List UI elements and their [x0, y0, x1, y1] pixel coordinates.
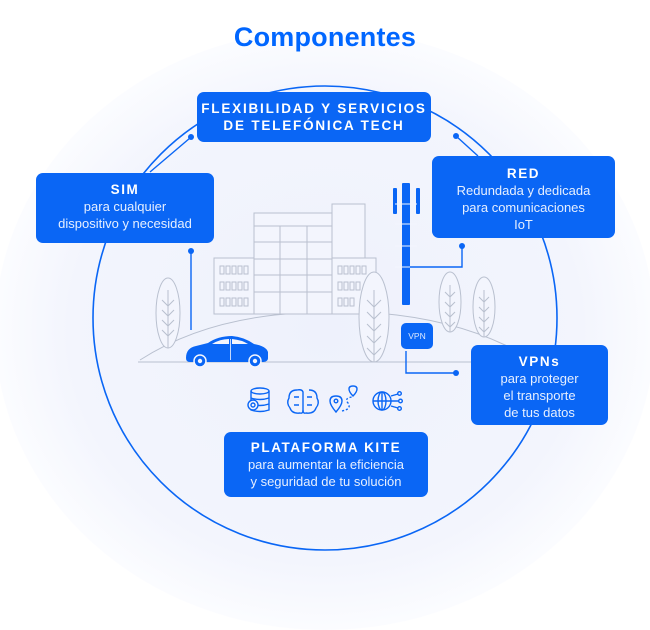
buildings [213, 203, 377, 315]
connector-red-circle [455, 135, 479, 157]
building-left-windows [219, 265, 249, 307]
card-sim: SIM para cualquier dispositivo y necesid… [36, 173, 214, 243]
building-right-windows [337, 265, 367, 307]
card-red-heading: RED [506, 166, 541, 181]
components-illustration [92, 85, 558, 551]
card-vpns-line3: de tus datos [504, 405, 575, 420]
card-vpns-line2: el transporte [503, 388, 576, 403]
connector-vpn [405, 351, 456, 374]
outer-circle [92, 85, 558, 551]
card-sim-line1: para cualquier [83, 199, 167, 214]
card-kite-heading: PLATAFORMA KITE [250, 440, 402, 455]
card-vpns-line1: para proteger [500, 371, 579, 386]
route-pin-icon [329, 385, 358, 414]
car-icon [186, 336, 268, 368]
card-flexibilidad-heading-line2: DE TELEFÓNICA TECH [223, 118, 405, 133]
tree-2 [358, 271, 390, 363]
card-plataforma-kite: PLATAFORMA KITE para aumentar la eficien… [224, 432, 428, 497]
vpn-chip: VPN [401, 323, 433, 349]
card-sim-line2: dispositivo y necesidad [58, 216, 192, 231]
card-red-line3: IoT [514, 217, 533, 232]
card-red-line1: Redundada y dedicada [456, 183, 591, 198]
card-kite-line2: y seguridad de tu solución [250, 474, 402, 489]
card-flexibilidad-heading-line1: FLEXIBILIDAD Y SERVICIOS [201, 101, 427, 116]
connectors [149, 133, 479, 376]
card-red-line2: para comunicaciones [462, 200, 585, 215]
tree-4 [472, 276, 496, 338]
connector-red-tower [410, 246, 463, 268]
card-flexibilidad: FLEXIBILIDAD Y SERVICIOS DE TELEFÓNICA T… [197, 92, 431, 142]
tree-1 [155, 277, 181, 349]
connector-flex-circle [149, 137, 191, 173]
card-vpns-heading: VPNs [518, 354, 561, 369]
trees [155, 271, 496, 363]
cell-tower-icon [393, 183, 420, 305]
card-vpns: VPNs para proteger el transporte de tus … [471, 345, 608, 425]
card-kite-line1: para aumentar la eficiencia [247, 457, 405, 472]
page-title: Componentes [233, 22, 417, 52]
card-sim-heading: SIM [110, 182, 140, 197]
globe-network-icon [372, 391, 404, 412]
circuit-brain-icon [287, 389, 319, 414]
card-red: RED Redundada y dedicada para comunicaci… [432, 156, 615, 238]
tree-3 [438, 271, 462, 333]
database-gear-icon [247, 387, 270, 413]
building-center [253, 212, 335, 315]
